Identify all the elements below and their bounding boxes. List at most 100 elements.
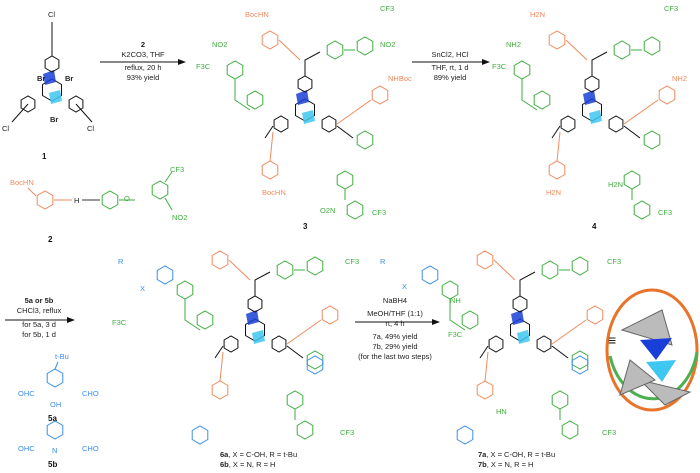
compound-3-ring-amine [261,160,279,180]
reaction-arrow-4-head [432,319,440,325]
compound-7-n-linker [519,271,536,296]
compound-1-triazine-top [44,55,60,73]
compound-3-bond [269,131,274,162]
atom-label: H [74,196,80,205]
compound-6-bond [184,299,201,331]
compound-7-ring [541,260,559,280]
atom-label: F3C [196,62,211,71]
cage-cartoon-arm [619,359,656,396]
compound-3-bond [264,125,274,139]
compound-4-ring [613,40,631,60]
atom-label: Br [37,74,46,83]
atom-label: H2N [608,180,624,189]
compound-6-bond [219,351,224,382]
compound-7-ring [561,420,579,440]
c5a-ring [46,368,64,388]
compound-3-ring [226,60,244,80]
compound-4-ring-amine [548,30,566,50]
atom-label: CF3 [664,4,679,13]
compound-4-bond [556,131,561,162]
atom-label: OHC [18,389,35,398]
compound-5b-label: 5b [48,460,58,469]
yield-note: (for the last two steps) [358,352,432,361]
compound-3-triazine-cyan [302,110,315,124]
compound-7-bond [449,299,466,331]
reagent-label: 5a or 5b [24,296,54,305]
atom-label: CF3 [607,257,622,266]
compound-7a-label: 7a, X = C-OH, R = t-Bu [478,450,556,459]
compound-4-n-linker [591,51,608,76]
atom-label: H2N [546,188,562,197]
compound-6-ring [286,390,304,410]
compound-6-ring [296,420,314,440]
compound-7-ring-aldehyde [571,355,589,375]
atom-label: CF3 [345,257,360,266]
reaction-1-conditions: 2 K2CO3, THF reflux, 20 h 93% yield [100,40,186,83]
compound-7-triazine-left [488,335,504,353]
atom-label: R [118,257,124,266]
compound-4-ring [643,36,661,56]
compound-7-bond [551,345,569,359]
compound-7-ring [571,350,589,370]
atom-label: Cl [87,124,95,133]
compound-4-triazine-top [584,75,600,93]
atom-label: NH2 [672,74,688,83]
compound-6-ring-aldehyde [191,425,209,445]
compound-6-ring [196,310,214,330]
compound-6-ring [306,350,324,370]
compound-6-bond [214,345,224,359]
atom-label: Br [65,74,74,83]
compound-7-ring-amine [586,305,604,325]
compound-6-ring [176,280,194,300]
atom-label: CF3 [340,428,355,437]
reaction-2-conditions: SnCl2, HCl THF, rt, 1 d 89% yield [410,50,490,83]
atom-label: O [124,194,130,203]
atom-label: HN [496,407,507,416]
yield-label: 7b, 29% yield [372,342,418,351]
compound-4-triazine-right [608,115,624,133]
atom-label: Cl [48,10,56,19]
compound-6-ring-aldehyde [156,265,174,285]
compound-3-triazine-top [297,75,313,93]
atom-label: R [380,257,386,266]
compound-7-bond [493,259,516,281]
compound-6-triazine-left [223,335,239,353]
atom-label: F3C [448,330,463,339]
compound-3-ring [336,170,354,190]
c5b-ring [46,420,64,440]
atom-label: NHBoc [388,74,412,83]
atom-label: NH [450,296,461,305]
compound-6b-label: 6b, X = N, R = H [220,460,276,469]
compound-4-bond [521,79,538,111]
compound-7b-label: 7b, X = N, R = H [478,460,534,469]
reaction-3-conditions: 5a or 5b CHCl3, reflux for 5a, 3 d for 5… [0,296,78,340]
atom-label: O2N [320,206,336,215]
compound-4-bond [623,99,659,125]
atom-label: N [52,446,58,455]
atom-label: NO2 [380,40,396,49]
condition-label: reflux, 20 h [124,63,162,72]
compound-4-ring [623,170,641,190]
atom-label: t-Bu [55,352,69,361]
compound-7-triazine-blue [511,310,524,325]
compound-4-ring [633,200,651,220]
compound-7-bond [551,319,587,345]
condition-label: THF, rt, 1 d [431,63,469,72]
compound-3-ring-amine [371,85,389,105]
compound-7-ring [461,310,479,330]
reaction-arrow-3-head [67,317,75,323]
atom-label: H2N [530,10,546,19]
compound-7-triazine-top [512,295,528,313]
atom-label: Br [50,115,59,124]
compound-5a-label: 5a [48,414,57,423]
compound-4-ring-amine [548,160,566,180]
c2-ring-benzyl [36,190,54,210]
c2-ring-phenoxy [101,190,119,210]
compound-6-triazine-cyan [252,330,265,344]
compound-7-triazine-cyan [517,330,530,344]
compound-3-label: 3 [303,222,308,231]
cage-cartoon-arm [620,309,673,346]
compound-4-ring [643,130,661,150]
reagent-label: K2CO3, THF [121,50,165,59]
